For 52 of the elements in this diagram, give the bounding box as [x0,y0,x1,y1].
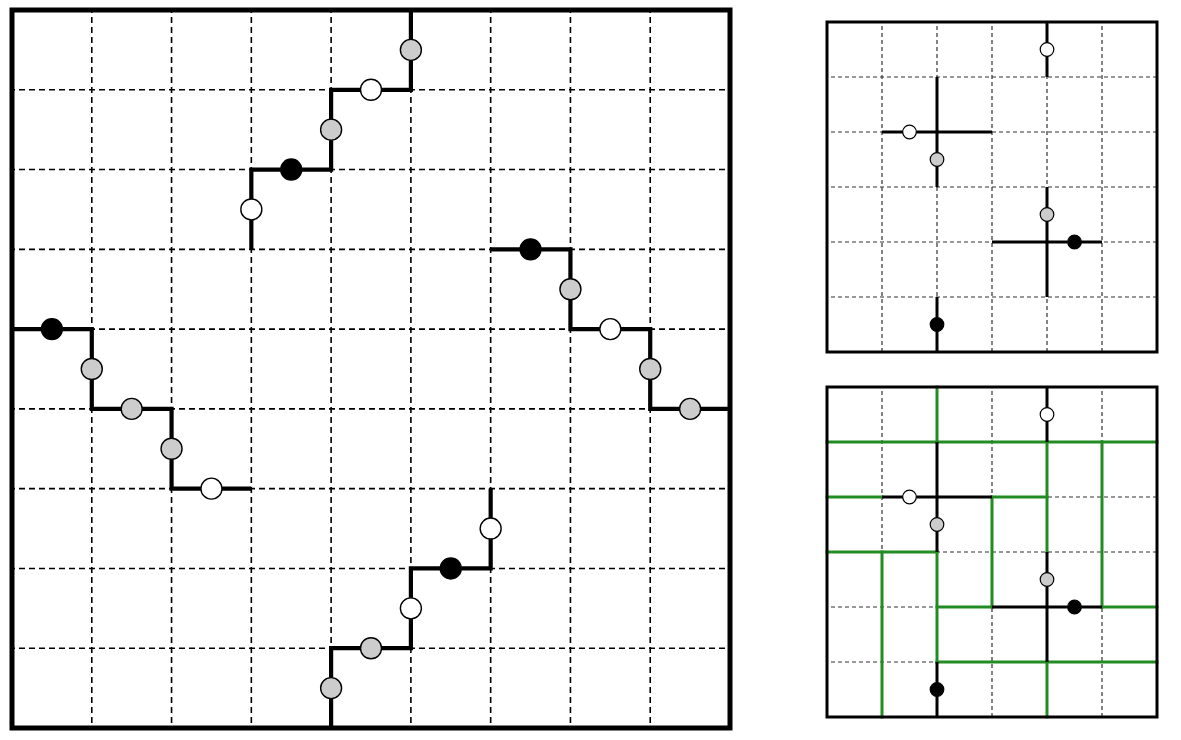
path-line [461,539,493,571]
dot-marker [280,158,303,181]
dot-marker [1039,42,1055,57]
dot-marker [40,317,64,341]
dot-marker [399,38,423,62]
path-line [568,299,600,332]
path-line [541,247,573,279]
dot-marker [160,437,183,460]
dot-marker [902,489,917,505]
path-line [408,566,441,598]
path-line [169,459,201,491]
dot-marker [1067,234,1082,250]
dot-marker [902,124,917,140]
path-line [329,646,361,678]
dot-marker [399,597,423,620]
dot-marker [80,357,103,381]
dot-marker [929,517,945,532]
dot-marker [929,152,945,167]
path-line [648,379,680,411]
dot-marker [929,317,945,332]
path-line [381,618,413,651]
dot-marker [678,397,702,421]
path-line [89,379,122,411]
dot-marker [120,397,143,421]
dot-marker [639,357,662,381]
dot-marker [1039,207,1055,222]
dot-marker [359,78,383,101]
dot-marker [599,317,622,341]
path-line [381,60,413,92]
dot-marker [359,637,383,660]
dot-marker [439,557,462,580]
dot-marker [929,682,945,697]
dot-marker [200,477,223,500]
dot-marker [1039,407,1055,422]
dot-marker [240,198,263,221]
path-line [329,87,361,120]
dot-marker [559,278,582,301]
dot-marker [1067,599,1082,615]
path-line [1045,586,1068,609]
path-line [62,327,94,359]
dot-marker [479,517,502,540]
dot-marker [519,238,542,261]
path-line [1045,221,1068,244]
path-line [301,140,334,172]
path-line [916,495,939,518]
dot-marker [319,118,343,141]
path-line [142,406,174,439]
path-line [620,327,653,359]
dot-marker [319,676,343,700]
dot-marker [1039,572,1055,587]
path-line [916,130,939,153]
path-line [249,167,281,199]
